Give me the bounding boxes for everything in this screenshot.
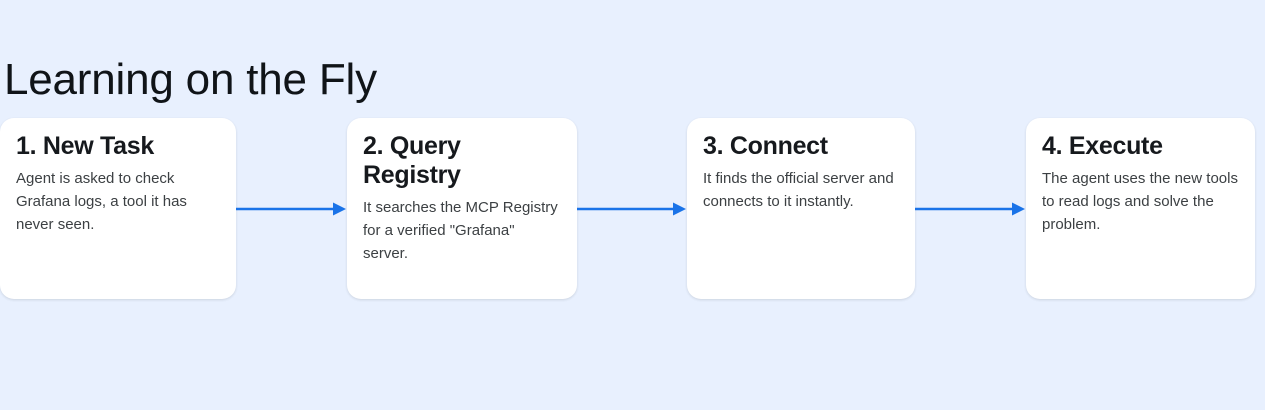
arrow-right-icon: [236, 202, 346, 216]
page-title: Learning on the Fly: [4, 55, 377, 105]
flow-step-body-4: The agent uses the new tools to read log…: [1042, 170, 1238, 233]
flow-step-body-2: It searches the MCP Registry for a verif…: [363, 199, 558, 262]
flow-step-card-3: 3. Connect It finds the official server …: [687, 118, 915, 299]
flow-step-card-4: 4. Execute The agent uses the new tools …: [1026, 118, 1255, 299]
flow-step-card-2: 2. Query Registry It searches the MCP Re…: [347, 118, 577, 299]
flow-step-heading-3: 3. Connect: [703, 132, 828, 160]
arrow-right-icon: [577, 202, 686, 216]
arrow-step1-to-step2: [236, 201, 347, 217]
flow-step-heading-1: 1. New Task: [16, 132, 154, 160]
flow-step-body-3: It finds the official server and connect…: [703, 170, 894, 210]
arrow-right-icon: [915, 202, 1025, 216]
flow-step-body-1: Agent is asked to check Grafana logs, a …: [16, 170, 187, 233]
process-flow: 1. New Task Agent is asked to check Graf…: [0, 118, 1265, 299]
flow-step-card-1: 1. New Task Agent is asked to check Graf…: [0, 118, 236, 299]
flow-step-heading-4: 4. Execute: [1042, 132, 1163, 160]
arrow-step3-to-step4: [915, 201, 1026, 217]
flow-step-heading-2: 2. Query Registry: [363, 132, 461, 189]
arrow-step2-to-step3: [577, 201, 687, 217]
